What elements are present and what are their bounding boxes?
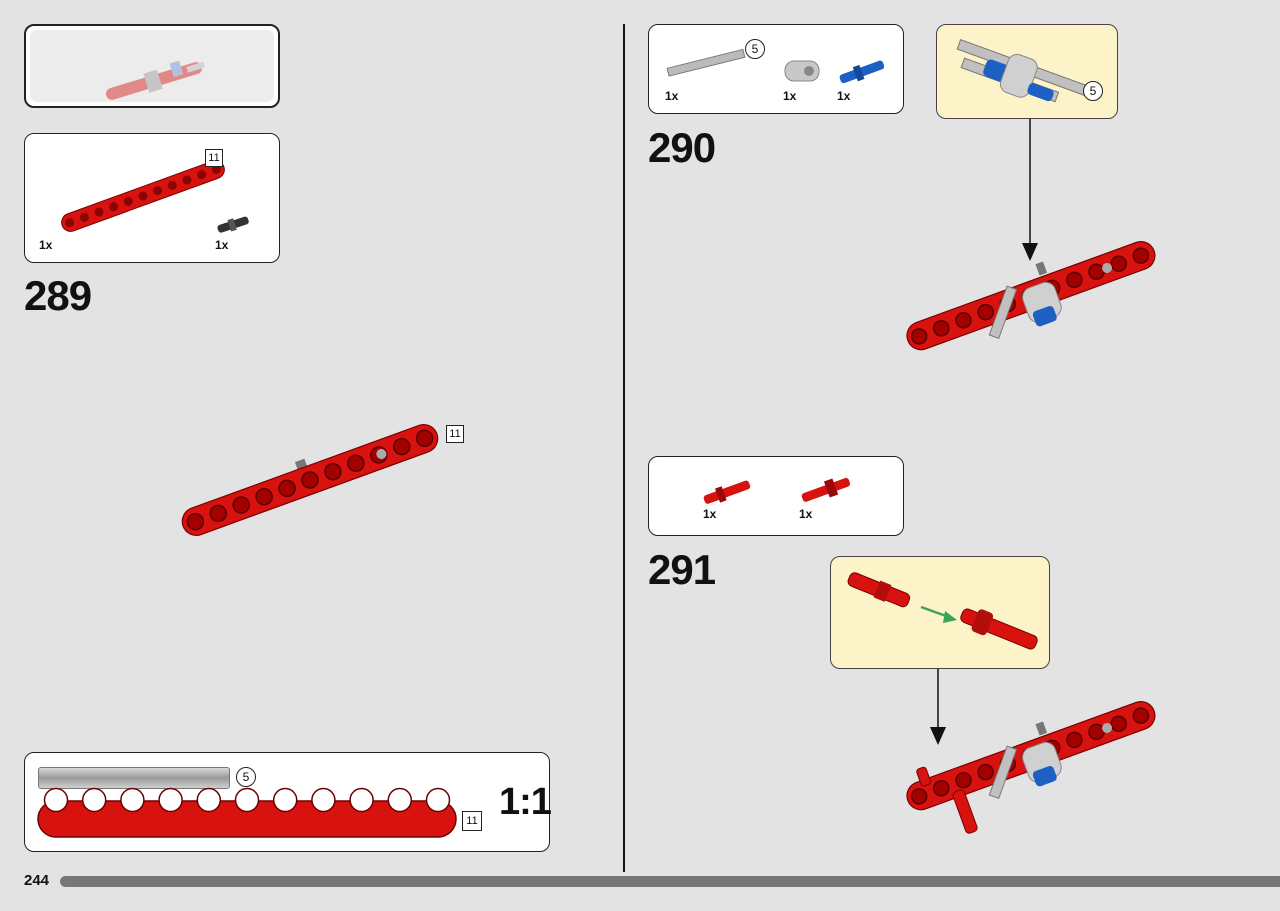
step-291-callout (830, 556, 1050, 669)
blue-pin-qty: 1x (837, 89, 851, 103)
beam-hole (1132, 707, 1150, 724)
beam-hole (81, 787, 107, 813)
beam-hole (955, 311, 972, 329)
blue-pin-part-icon (839, 60, 885, 84)
beam-hole (79, 212, 89, 222)
beam-hole (387, 787, 413, 813)
step-289-model (181, 424, 439, 536)
beam-hole (1110, 255, 1127, 272)
red-pin-long-part-icon (801, 477, 851, 502)
red-axle-pin-qty: 1x (703, 507, 717, 521)
axle-5-part-icon (666, 48, 746, 77)
pin-qty: 1x (215, 238, 229, 252)
beam-hole (182, 175, 192, 185)
beam-hole (94, 207, 104, 217)
step-289-parts-box: 11 1x 1x (24, 133, 280, 263)
beam-ruler-length-tag: 11 (462, 811, 482, 831)
beam-hole (349, 787, 374, 813)
red-pin-long-qty: 1x (799, 507, 813, 521)
beam-hole (167, 180, 177, 190)
beam-length-tag: 11 (205, 149, 223, 167)
beam-hole (138, 191, 148, 201)
beam-hole (324, 462, 342, 481)
beam-hole (910, 788, 928, 805)
beam-hole (211, 164, 221, 174)
beam-hole (955, 771, 972, 789)
beam-11-part-icon (61, 160, 225, 232)
beam-hole (153, 186, 163, 196)
beam-hole (933, 320, 950, 337)
beam-hole (1110, 715, 1127, 732)
axle-qty: 1x (665, 89, 679, 103)
beam-qty: 1x (39, 238, 53, 252)
model-beam-length-tag: 11 (446, 425, 464, 443)
step-290-callout: 5 (936, 24, 1118, 119)
submodel-preview-image (105, 60, 206, 100)
beam-hole (209, 504, 228, 523)
beam-hole (186, 512, 205, 531)
step-290-model (906, 241, 1156, 351)
beam-hole (109, 202, 119, 212)
beam-hole (392, 437, 411, 456)
beam-hole (1066, 271, 1083, 289)
beam-hole (120, 787, 145, 813)
page-divider (623, 24, 625, 872)
beam-hole (301, 471, 319, 489)
beam-hole (1132, 247, 1150, 264)
submodel-preview-box (24, 24, 280, 108)
step-290-parts-box: 5 1x 1x 1x (648, 24, 904, 114)
scale-ruler-box: 5 11 1:1 (24, 752, 552, 852)
step-291-parts-box: 1x 1x (648, 456, 904, 536)
beam-hole (347, 454, 365, 473)
beam-hole (415, 429, 434, 448)
step-291-insert-arrow (930, 669, 946, 745)
step-290-number: 290 (648, 124, 716, 171)
beam-hole (65, 218, 75, 228)
beam-hole (311, 787, 336, 813)
axle-connector-subassembly (956, 39, 1093, 103)
beam-hole (1066, 731, 1083, 749)
beam-hole (910, 328, 928, 345)
beam-hole (425, 787, 451, 813)
beam-hole (43, 787, 69, 813)
red-axle-pin-part-icon (703, 480, 751, 504)
scale-label: 1:1 (499, 781, 552, 823)
friction-pin-part-icon (217, 216, 249, 233)
beam-hole (196, 787, 222, 813)
beam-11-ruler (37, 787, 457, 838)
beam-hole (158, 787, 183, 813)
axle-5-ruler (38, 767, 230, 789)
pin-assembly-subassembly (847, 572, 1038, 650)
step-291-number: 291 (648, 546, 716, 593)
axle-part-length-tag: 5 (745, 39, 765, 59)
step-290-insert-arrow (1022, 119, 1038, 261)
step-291-model (906, 701, 1156, 834)
beam-hole (272, 787, 298, 813)
axle-length-tag: 5 (236, 767, 256, 787)
step-289-number: 289 (24, 272, 92, 319)
callout-length-tag: 5 (1083, 81, 1103, 101)
beam-hole (255, 487, 273, 506)
beam-hole (977, 763, 994, 781)
page-number: 244 (24, 872, 50, 889)
beam-hole (278, 479, 296, 498)
beam-hole (123, 196, 133, 206)
beam-hole (197, 170, 207, 180)
page-bar (60, 876, 1280, 887)
beam-hole (933, 780, 950, 797)
connector-qty: 1x (783, 89, 797, 103)
connector-part-icon (784, 60, 820, 82)
beam-hole (232, 496, 250, 514)
beam-hole (234, 787, 260, 813)
beam-hole (977, 303, 994, 321)
